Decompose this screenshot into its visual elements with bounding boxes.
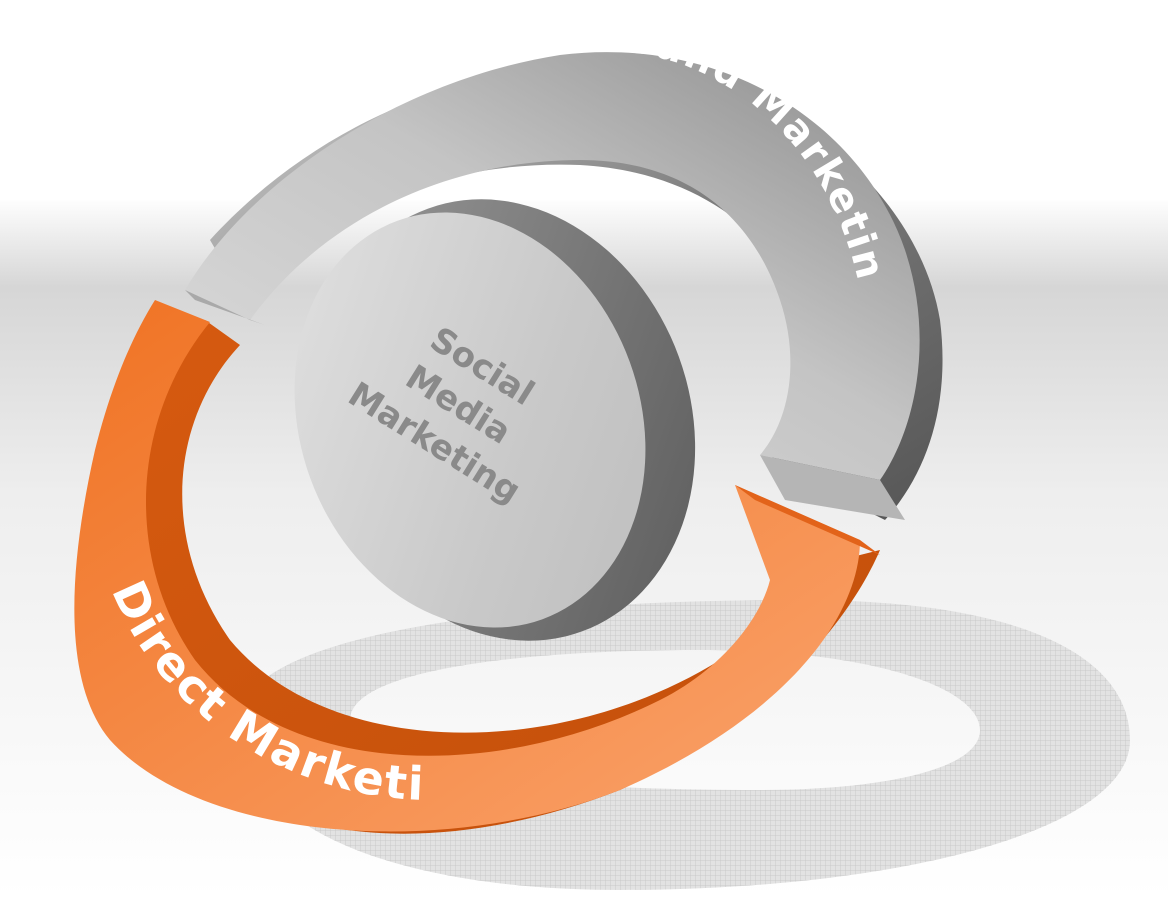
- brand-marketing-segment[interactable]: [185, 52, 943, 520]
- center-disc-face: [294, 212, 646, 628]
- direct-marketing-segment[interactable]: [74, 300, 880, 834]
- direct-segment-end-face: [735, 485, 880, 555]
- brand-segment-end-face: [760, 455, 905, 520]
- brand-segment-top: [185, 52, 920, 481]
- center-disc: [294, 199, 696, 641]
- direct-segment-top: [74, 300, 861, 832]
